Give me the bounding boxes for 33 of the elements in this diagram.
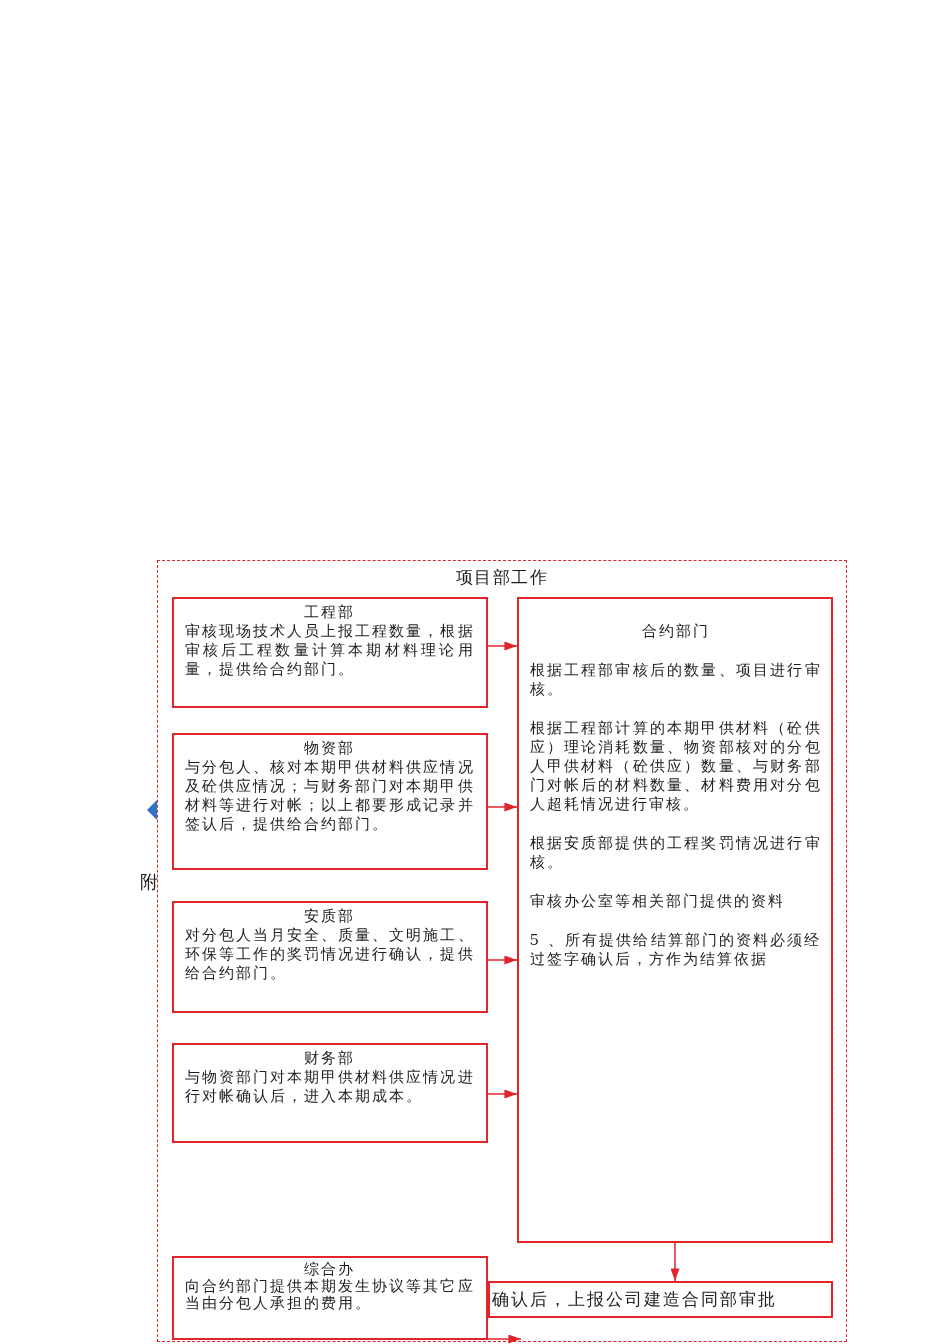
department-box — [516, 596, 833, 1243]
department-description: 与物资部门对本期甲供材料供应情况进行对帐确认后，进入本期成本。 — [184, 1068, 475, 1106]
arrow — [670, 1242, 680, 1282]
approval-box — [487, 1280, 833, 1318]
arrow — [487, 802, 518, 812]
department-heading: 综合办 — [303, 1261, 356, 1278]
department-description: 与分包人、核对本期甲供材料供应情况及砼供应情况；与财务部门对本期甲供材料等进行对帐；以上都要形成记录并签认后，提供给合约部门。 — [184, 758, 475, 834]
department-heading: 工程部 — [303, 603, 356, 622]
department-box — [171, 596, 488, 708]
arrow — [487, 641, 518, 651]
department-heading: 物资部 — [303, 739, 356, 758]
review-item: 根据安质部提供的工程奖罚情况进行审核。 — [529, 834, 822, 872]
department-heading: 合约部门 — [640, 622, 711, 641]
department-box — [171, 1255, 488, 1340]
arrow — [487, 1334, 522, 1344]
review-item: 5 、所有提供给结算部门的资料必须经过签字确认后，方作为结算依据 — [529, 931, 822, 969]
approval-text: 确认后，上报公司建造合同部审批 — [491, 1287, 778, 1311]
department-description: 向合约部门提供本期发生协议等其它应当由分包人承担的费用。 — [184, 1278, 475, 1312]
department-description: 对分包人当月安全、质量、文明施工、环保等工作的奖罚情况进行确认，提供给合约部门。 — [184, 926, 475, 983]
department-heading: 财务部 — [303, 1049, 356, 1068]
department-box — [171, 1042, 488, 1143]
review-item: 根据工程部审核后的数量、项目进行审核。 — [529, 661, 822, 699]
arrow — [487, 1089, 518, 1099]
arrow — [487, 955, 518, 965]
side-label: 附 — [140, 871, 158, 893]
dashed-frame — [157, 560, 847, 1342]
review-item: 审核办公室等相关部门提供的资料 — [529, 892, 786, 911]
frame-title: 项目部工作 — [454, 566, 550, 587]
department-box — [171, 900, 488, 1013]
department-heading: 安质部 — [303, 907, 356, 926]
review-item: 根据工程部计算的本期甲供材料（砼供应）理论消耗数量、物资部核对的分包人甲供材料（砼供应）数量、与财务部门对帐后的材料数量、材料费用对分包人超耗情况进行审核。 — [529, 719, 822, 814]
department-description: 审核现场技术人员上报工程数量，根据审核后工程数量计算本期材料理论用量，提供给合约部门。 — [184, 622, 475, 679]
department-box — [171, 732, 488, 870]
